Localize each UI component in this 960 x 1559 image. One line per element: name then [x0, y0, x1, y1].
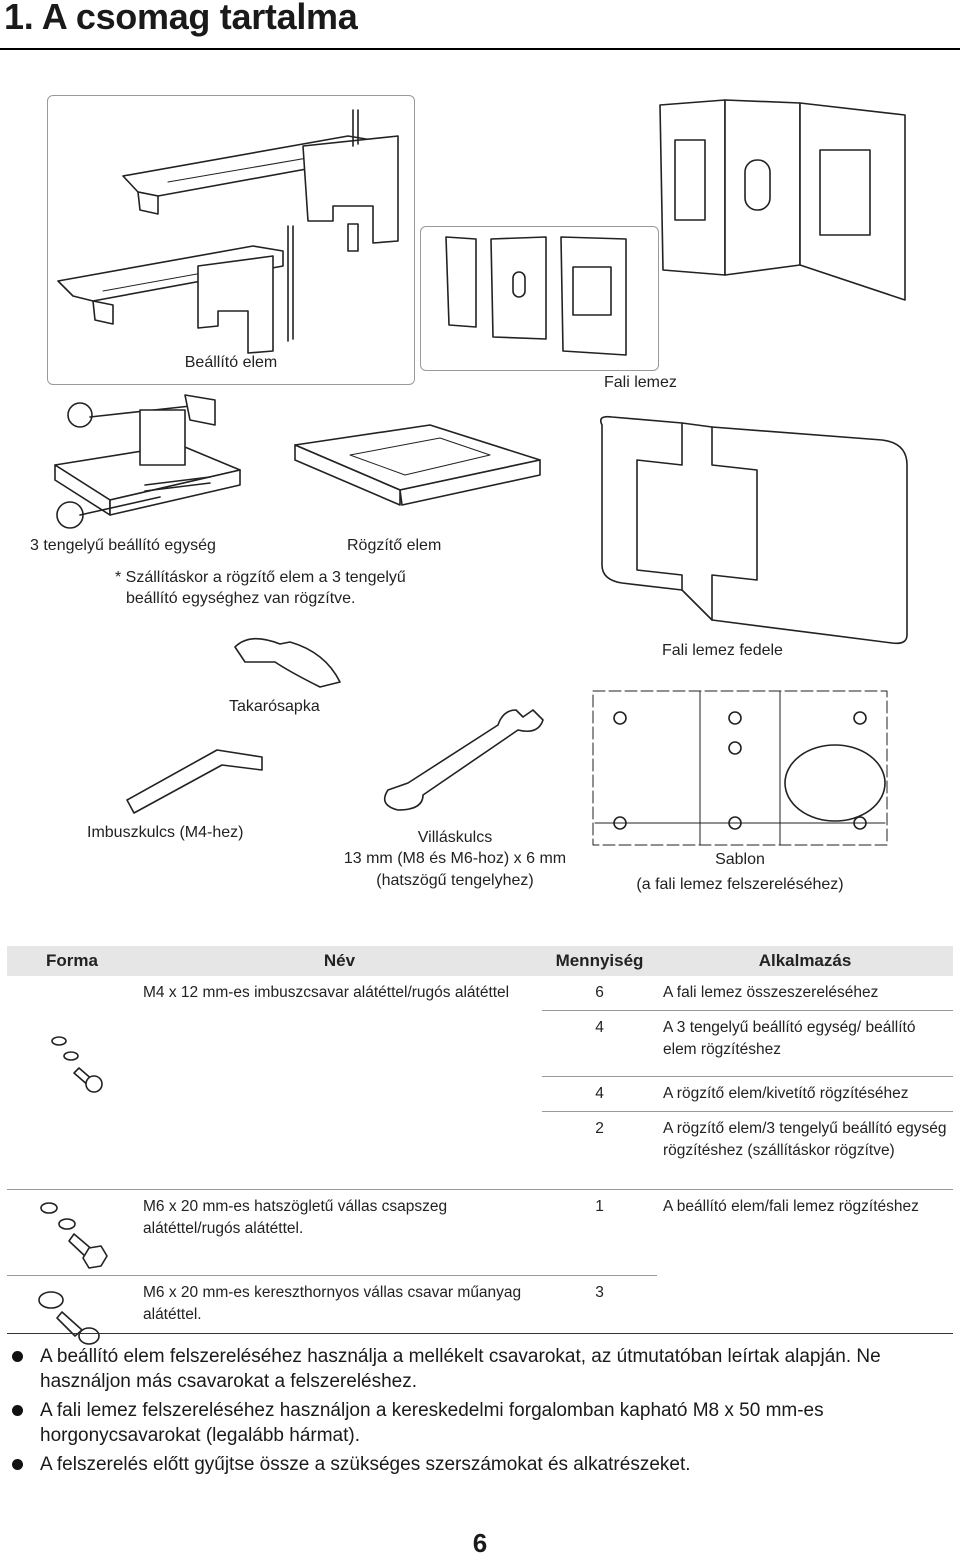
wall-plate-small-illustration: [445, 236, 627, 356]
title-divider: [0, 48, 960, 50]
wall-plate-cover-label: Fali lemez fedele: [662, 642, 783, 659]
part-quantity: 2: [542, 1111, 657, 1190]
table-bottom-rule: [7, 1333, 953, 1334]
template-label-line1: Sablon: [715, 851, 765, 868]
three-axis-unit-illustration: [54, 394, 241, 529]
part-name: M4 x 12 mm-es imbuszcsavar alátéttel/rug…: [143, 984, 510, 1001]
m6-cross-slot-screw-icon: [38, 1291, 100, 1345]
notes-list: A beállító elem felszereléséhez használj…: [12, 1344, 952, 1481]
part-quantity: 3: [542, 1275, 657, 1352]
part-application: A fali lemez összeszereléséhez: [663, 984, 879, 1001]
part-application: A 3 tengelyű beállító egység/ beállító e…: [657, 1010, 953, 1077]
three-axis-unit-label: 3 tengelyű beállító egység: [30, 537, 216, 554]
part-quantity: 6: [595, 984, 604, 1001]
note-item: A felszerelés előtt gyűjtse össze a szük…: [12, 1452, 952, 1477]
wrench-label-line2: 13 mm (M8 és M6-hoz) x 6 mm: [343, 850, 567, 867]
column-header-application: Alkalmazás: [657, 946, 953, 976]
note-text: A beállító elem felszereléséhez használj…: [40, 1346, 881, 1392]
wall-plate-large-illustration: [659, 99, 906, 301]
shape-cell: [7, 1189, 137, 1276]
page-title: 1. A csomag tartalma: [4, 0, 358, 37]
bullet-icon: [12, 1351, 23, 1362]
wall-plate-cover-illustration: [599, 415, 908, 645]
shape-cell: [7, 1275, 137, 1352]
wrench-illustration: [383, 709, 544, 811]
fixing-element-label: Rögzítő elem: [347, 537, 442, 554]
part-name: M6 x 20 mm-es kereszthornyos vállas csav…: [137, 1275, 542, 1352]
adjust-element-panel: Beállító elem: [47, 95, 415, 385]
parts-table: Forma Név Mennyiség Alkalmazás M4 x 12 m…: [7, 946, 953, 1352]
part-application: A rögzítő elem/3 tengelyű beállító egysé…: [657, 1111, 953, 1190]
shipping-note-line1: * Szállításkor a rögzítő elem a 3 tengel…: [115, 569, 406, 586]
m6-hex-bolt-icon: [40, 1202, 108, 1269]
bullet-icon: [12, 1405, 23, 1416]
page-number: 6: [472, 1528, 488, 1558]
column-header-name: Név: [137, 946, 542, 976]
cover-cap-illustration: [234, 637, 341, 688]
wall-plate-label: Fali lemez: [604, 374, 677, 391]
fixing-element-illustration: [294, 424, 541, 506]
column-header-shape: Forma: [7, 946, 137, 976]
table-header-row: Forma Név Mennyiség Alkalmazás: [7, 946, 953, 976]
part-quantity: 4: [542, 1010, 657, 1077]
wrench-label-line3: (hatszögű tengelyhez): [376, 872, 534, 889]
table-row: M4 x 12 mm-es imbuszcsavar alátéttel/rug…: [7, 976, 953, 1093]
note-item: A beállító elem felszereléséhez használj…: [12, 1344, 952, 1394]
note-text: A fali lemez felszereléséhez használjon …: [40, 1400, 824, 1446]
part-application: A rögzítő elem/kivetítő rögzítéséhez: [657, 1076, 953, 1112]
part-application: A beállító elem/fali lemez rögzítéshez: [657, 1189, 953, 1352]
hex-key-illustration: [126, 749, 263, 814]
part-name: M6 x 20 mm-es hatszögletű vállas csapsze…: [137, 1189, 542, 1276]
bullet-icon: [12, 1459, 23, 1470]
part-quantity: 1: [542, 1189, 657, 1276]
cover-cap-label: Takarósapka: [229, 698, 320, 715]
template-label-line2: (a fali lemez felszereléséhez): [636, 876, 844, 893]
hex-key-label: Imbuszkulcs (M4-hez): [87, 824, 244, 841]
table-row: M6 x 20 mm-es hatszögletű vállas csapsze…: [7, 1189, 953, 1352]
note-text: A felszerelés előtt gyűjtse össze a szük…: [40, 1454, 691, 1475]
wall-plate-panel: [420, 226, 659, 371]
wrench-label-line1: Villáskulcs: [417, 829, 493, 846]
shape-cell: [7, 976, 137, 1190]
adjust-element-illustration: [57, 109, 399, 354]
table-row: 4 A 3 tengelyű beállító egység/ beállító…: [7, 1010, 953, 1077]
note-item: A fali lemez felszereléséhez használjon …: [12, 1398, 952, 1448]
part-quantity: 4: [542, 1076, 657, 1112]
table-row: M6 x 20 mm-es kereszthornyos vállas csav…: [7, 1275, 953, 1352]
m4-hex-socket-screw-icon: [51, 1036, 103, 1093]
table-row: 4 A rögzítő elem/kivetítő rögzítéséhez: [7, 1076, 953, 1112]
shipping-note-line2: beállító egységhez van rögzítve.: [126, 590, 356, 607]
table-row: 2 A rögzítő elem/3 tengelyű beállító egy…: [7, 1111, 953, 1190]
adjust-element-label: Beállító elem: [184, 354, 278, 371]
template-illustration: [592, 690, 888, 846]
column-header-quantity: Mennyiség: [542, 946, 657, 976]
